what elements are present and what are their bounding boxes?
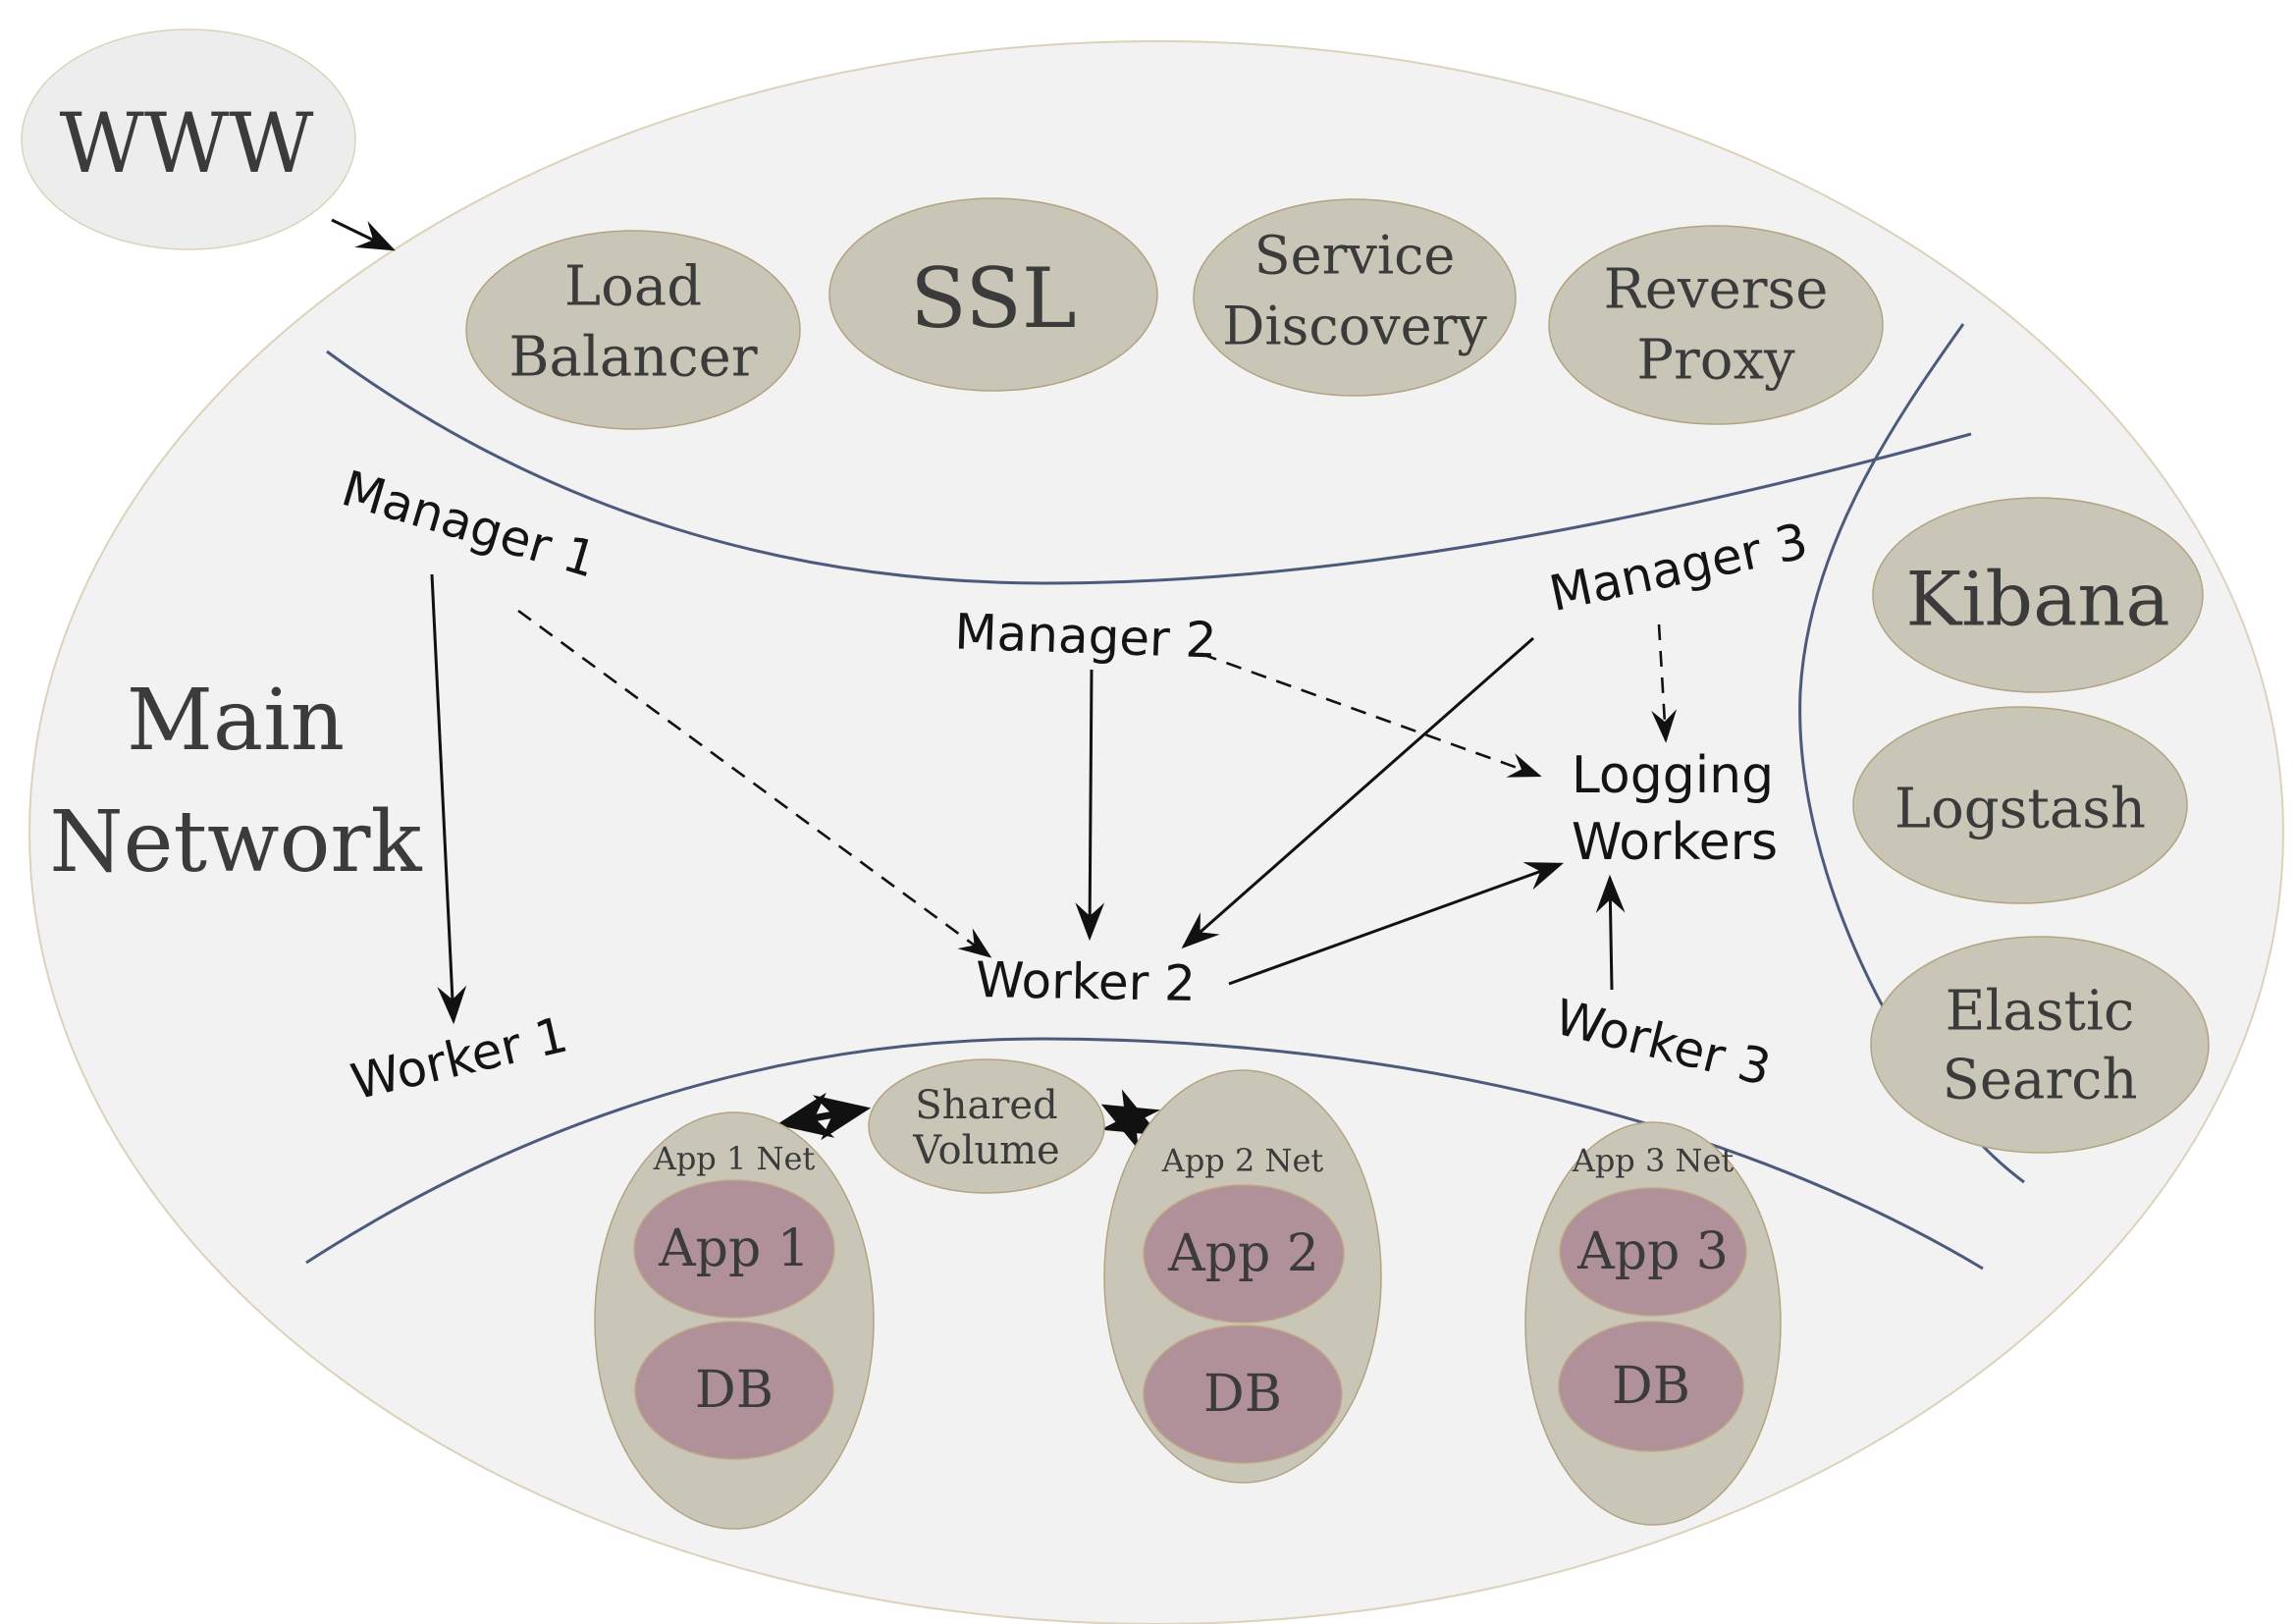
main-network-label-line2: Network [49,793,422,892]
kibana-label: Kibana [1905,556,2169,643]
shared-volume-label-line1: Shared [915,1083,1057,1128]
logstash-ellipse [1852,706,2188,904]
app1-net-group: App 1 Net App 1 DB [594,1111,875,1530]
service-discovery-ellipse [1193,198,1517,397]
arrow-app1net-shared-volume [775,1092,872,1141]
reverse-proxy-node: Reverse Proxy [1548,225,1884,425]
elastic-search-node: Elastic Search [1870,936,2210,1154]
logstash-node: Logstash [1852,706,2188,904]
manager2-label: Manager 2 [954,603,1218,669]
logging-workers-label-line2: Workers [1572,813,1778,872]
elastic-search-label-line1: Elastic [1946,980,2135,1044]
workers-section-arc [305,1037,1984,1271]
load-balancer-label-line2: Balancer [508,326,757,390]
app1-db-container [634,1321,834,1460]
app3-net-label: App 3 Net [1572,1142,1735,1179]
app3-container [1559,1187,1747,1317]
shared-volume-ellipse [868,1058,1105,1194]
arrow-manager3-to-worker2 [1181,636,1534,949]
ssl-ellipse [828,197,1158,392]
arrow-manager2-to-worker2 [1075,669,1105,942]
arrow-shared-volume-app2net [1099,1089,1161,1151]
managers-section-arc [326,350,1972,585]
www-label: WWW [59,95,314,191]
load-balancer-ellipse [465,230,801,430]
arrow-manager2-to-logging-workers [1201,652,1542,778]
app3-net-group: App 3 Net App 3 DB [1524,1121,1782,1526]
reverse-proxy-label-line2: Proxy [1636,329,1795,393]
app2-db-label: DB [1203,1365,1282,1424]
app2-db-container [1143,1325,1343,1464]
app2-net-label: App 2 Net [1161,1142,1324,1179]
kibana-ellipse [1872,497,2204,693]
arrow-worker2-to-logging-workers [1228,862,1565,986]
kibana-node: Kibana [1872,497,2204,693]
elastic-search-ellipse [1870,936,2210,1154]
service-discovery-node: Service Discovery [1193,198,1517,397]
load-balancer-label-line1: Load [564,255,702,319]
ssl-label: SSL [910,250,1076,347]
app3-db-label: DB [1612,1357,1690,1416]
app2-net-group: App 2 Net App 2 DB [1103,1069,1382,1484]
ssl-node: SSL [828,197,1158,392]
reverse-proxy-label-line1: Reverse [1604,258,1829,322]
service-discovery-label-line2: Discovery [1222,296,1487,357]
app3-label: App 3 [1576,1222,1729,1281]
www-node [21,28,356,250]
app1-net-label: App 1 Net [653,1140,816,1177]
app1-container [633,1179,835,1319]
app1-label: App 1 [658,1219,810,1278]
arrow-worker3-to-logging-workers [1595,874,1626,991]
worker2-label: Worker 2 [976,951,1197,1012]
arrow-manager1-to-worker1 [430,573,467,1025]
app3-db-container [1558,1321,1744,1452]
arrow-manager3-to-logging-workers [1651,623,1678,743]
shared-volume-node: Shared Volume [868,1058,1105,1194]
logstash-label: Logstash [1895,778,2146,841]
app2-label: App 2 [1167,1224,1319,1283]
load-balancer-node: Load Balancer [465,230,801,430]
elastic-search-label-line2: Search [1942,1049,2137,1112]
main-network-label-line1: Main [127,672,345,770]
arrow-www-to-main-network [331,218,396,251]
shared-volume-label-line2: Volume [912,1128,1059,1173]
logging-workers-label-line1: Logging [1572,746,1774,805]
app2-container [1143,1184,1345,1324]
reverse-proxy-ellipse [1548,225,1884,425]
service-discovery-label-line1: Service [1255,225,1456,287]
arrow-manager1-to-worker2 [517,609,992,958]
app1-db-label: DB [695,1361,774,1420]
